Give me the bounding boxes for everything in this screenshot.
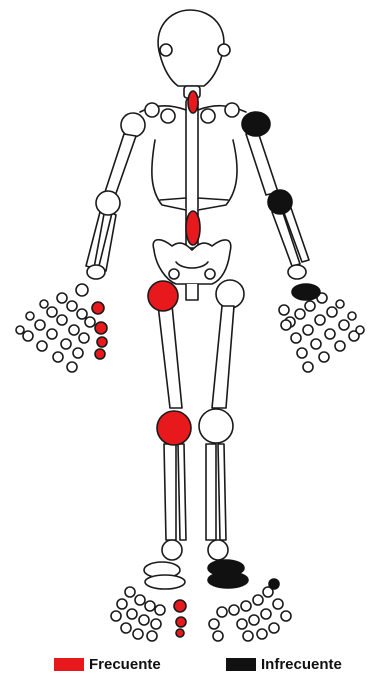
right-foot xyxy=(209,587,291,641)
right-hand xyxy=(279,293,364,372)
infrequent-joint-elbow xyxy=(268,190,292,214)
frequent-joint-finger-1 xyxy=(95,322,107,334)
legend-frequent: Frecuente xyxy=(54,653,161,675)
left-hand xyxy=(16,293,95,372)
frequent-joint-wrist xyxy=(92,302,104,314)
left-foot xyxy=(111,562,185,641)
frequent-joint-cervical xyxy=(188,91,198,113)
legend-frequent-label: Frecuente xyxy=(89,656,161,673)
frequent-joint-toe-3 xyxy=(176,629,184,637)
legend-infrequent-label: Infrecuente xyxy=(261,656,342,673)
infrequent-joint-wrist xyxy=(292,284,320,300)
frequent-joint-finger-2 xyxy=(97,337,107,347)
legend-frequent-swatch xyxy=(54,658,84,671)
legend-infrequent-swatch xyxy=(226,658,256,671)
frequent-joint-finger-3 xyxy=(95,349,105,359)
legend-infrequent: Infrecuente xyxy=(226,653,342,675)
frequent-joint-knee xyxy=(157,411,191,445)
frequent-joint-lumbar xyxy=(186,211,200,245)
unmarked-joints xyxy=(96,191,120,215)
frequent-joint-toe-2 xyxy=(176,617,186,627)
infrequent-joint-shoulder xyxy=(242,112,270,136)
infrequent-joint-ankle-2 xyxy=(208,572,248,588)
skull xyxy=(158,10,230,86)
frequent-joint-hip xyxy=(148,281,178,311)
right-leg xyxy=(199,280,244,560)
infrequent-joint-toe xyxy=(269,579,279,589)
frequent-joints xyxy=(92,91,200,637)
frequent-joint-toe-1 xyxy=(174,600,186,612)
